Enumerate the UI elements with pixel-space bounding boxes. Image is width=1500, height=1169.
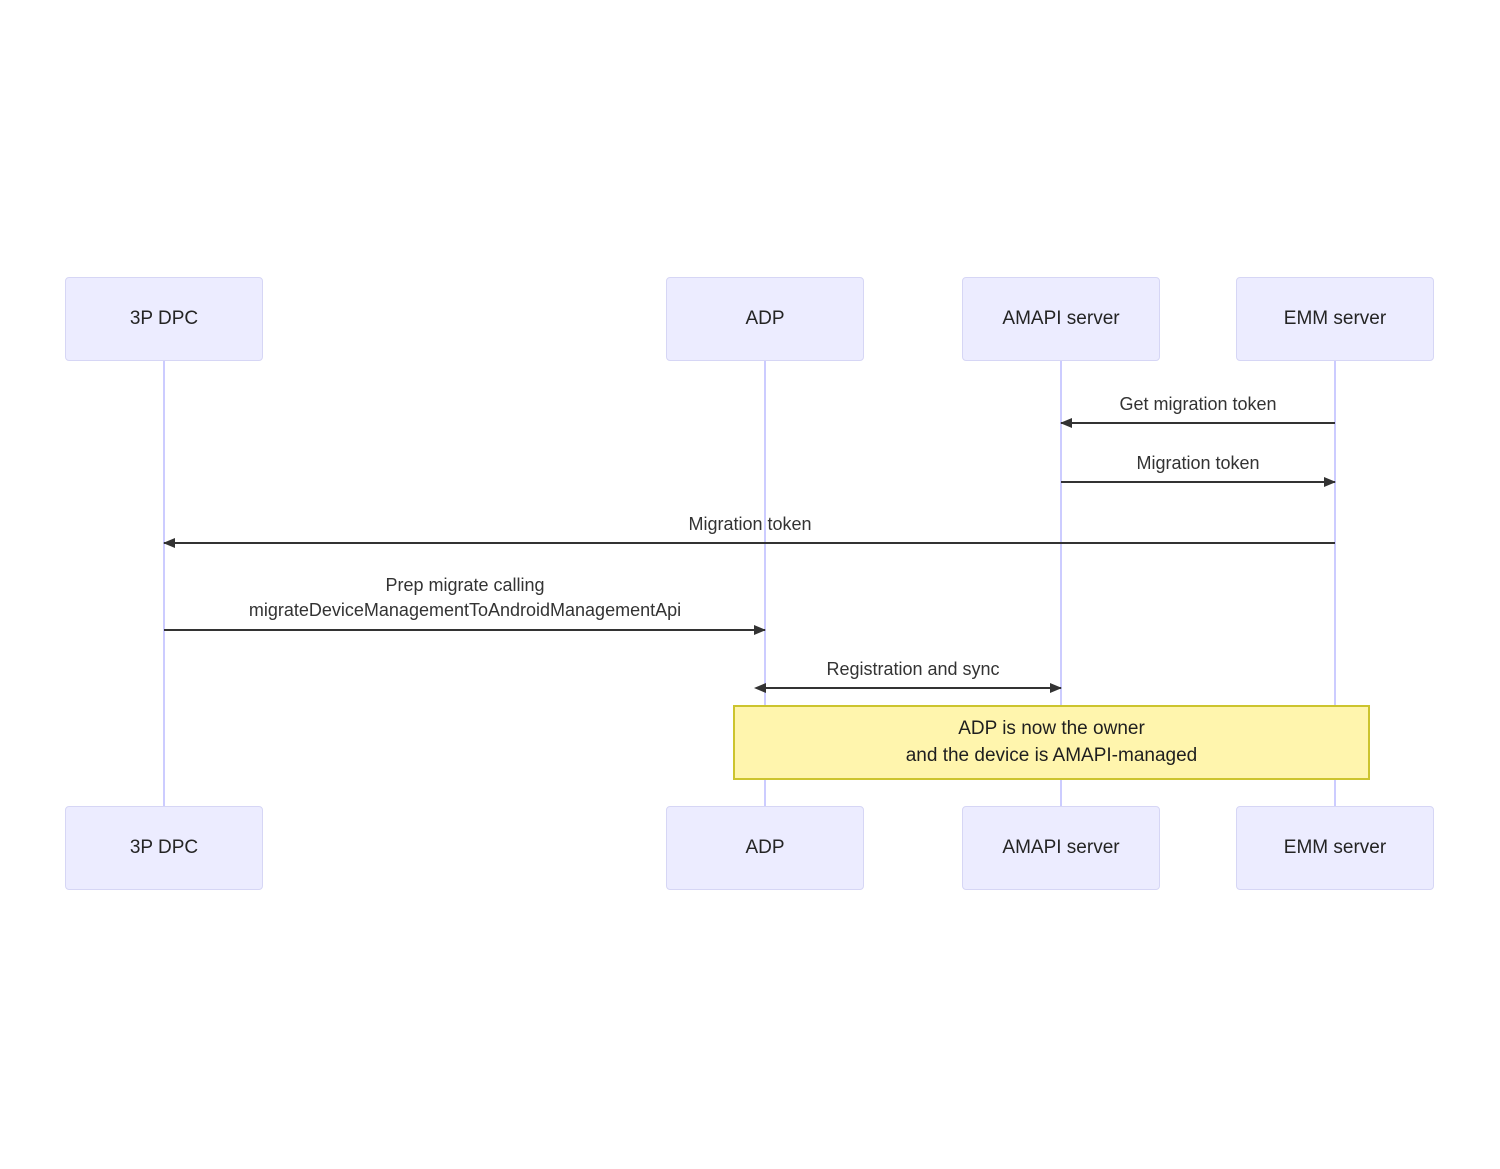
participant-label: EMM server xyxy=(1283,307,1387,329)
participant-label: AMAPI server xyxy=(1002,307,1120,329)
note-line: and the device is AMAPI-managed xyxy=(905,744,1198,766)
message-label-line: Prep migrate calling xyxy=(385,575,545,595)
participant-label: AMAPI server xyxy=(1002,836,1120,858)
message-label-m1: Get migration token xyxy=(1119,392,1276,416)
participant-amapi-footer[interactable]: AMAPI server xyxy=(962,806,1160,890)
participant-amapi-header[interactable]: AMAPI server xyxy=(962,277,1160,361)
message-label-m4: Prep migrate calling migrateDeviceManagem… xyxy=(249,573,681,623)
participant-adp-footer[interactable]: ADP xyxy=(666,806,864,890)
participant-label: EMM server xyxy=(1283,836,1387,858)
message-label-m5: Registration and sync xyxy=(826,657,999,681)
note-line: ADP is now the owner xyxy=(958,717,1145,739)
participant-dpc-header[interactable]: 3P DPC xyxy=(65,277,263,361)
arrows-group xyxy=(163,418,1336,693)
participant-emm-footer[interactable]: EMM server xyxy=(1236,806,1434,890)
message-label-m3: Migration token xyxy=(688,512,811,536)
participant-dpc-footer[interactable]: 3P DPC xyxy=(65,806,263,890)
participant-adp-header[interactable]: ADP xyxy=(666,277,864,361)
participant-label: 3P DPC xyxy=(129,836,199,858)
participant-label: ADP xyxy=(745,836,785,858)
message-label-line: Get migration token xyxy=(1119,394,1277,414)
participant-emm-header[interactable]: EMM server xyxy=(1236,277,1434,361)
message-label-line: Migration token xyxy=(1136,453,1260,473)
note-n1: ADP is now the owner and the device is AM… xyxy=(733,705,1370,780)
message-label-m2: Migration token xyxy=(1136,451,1259,475)
message-label-line: Registration and sync xyxy=(826,659,1000,679)
message-label-line: migrateDeviceManagementToAndroidManageme… xyxy=(248,599,682,620)
message-label-line: Migration token xyxy=(688,514,812,534)
participant-label: 3P DPC xyxy=(129,307,199,329)
participant-label: ADP xyxy=(745,307,785,329)
